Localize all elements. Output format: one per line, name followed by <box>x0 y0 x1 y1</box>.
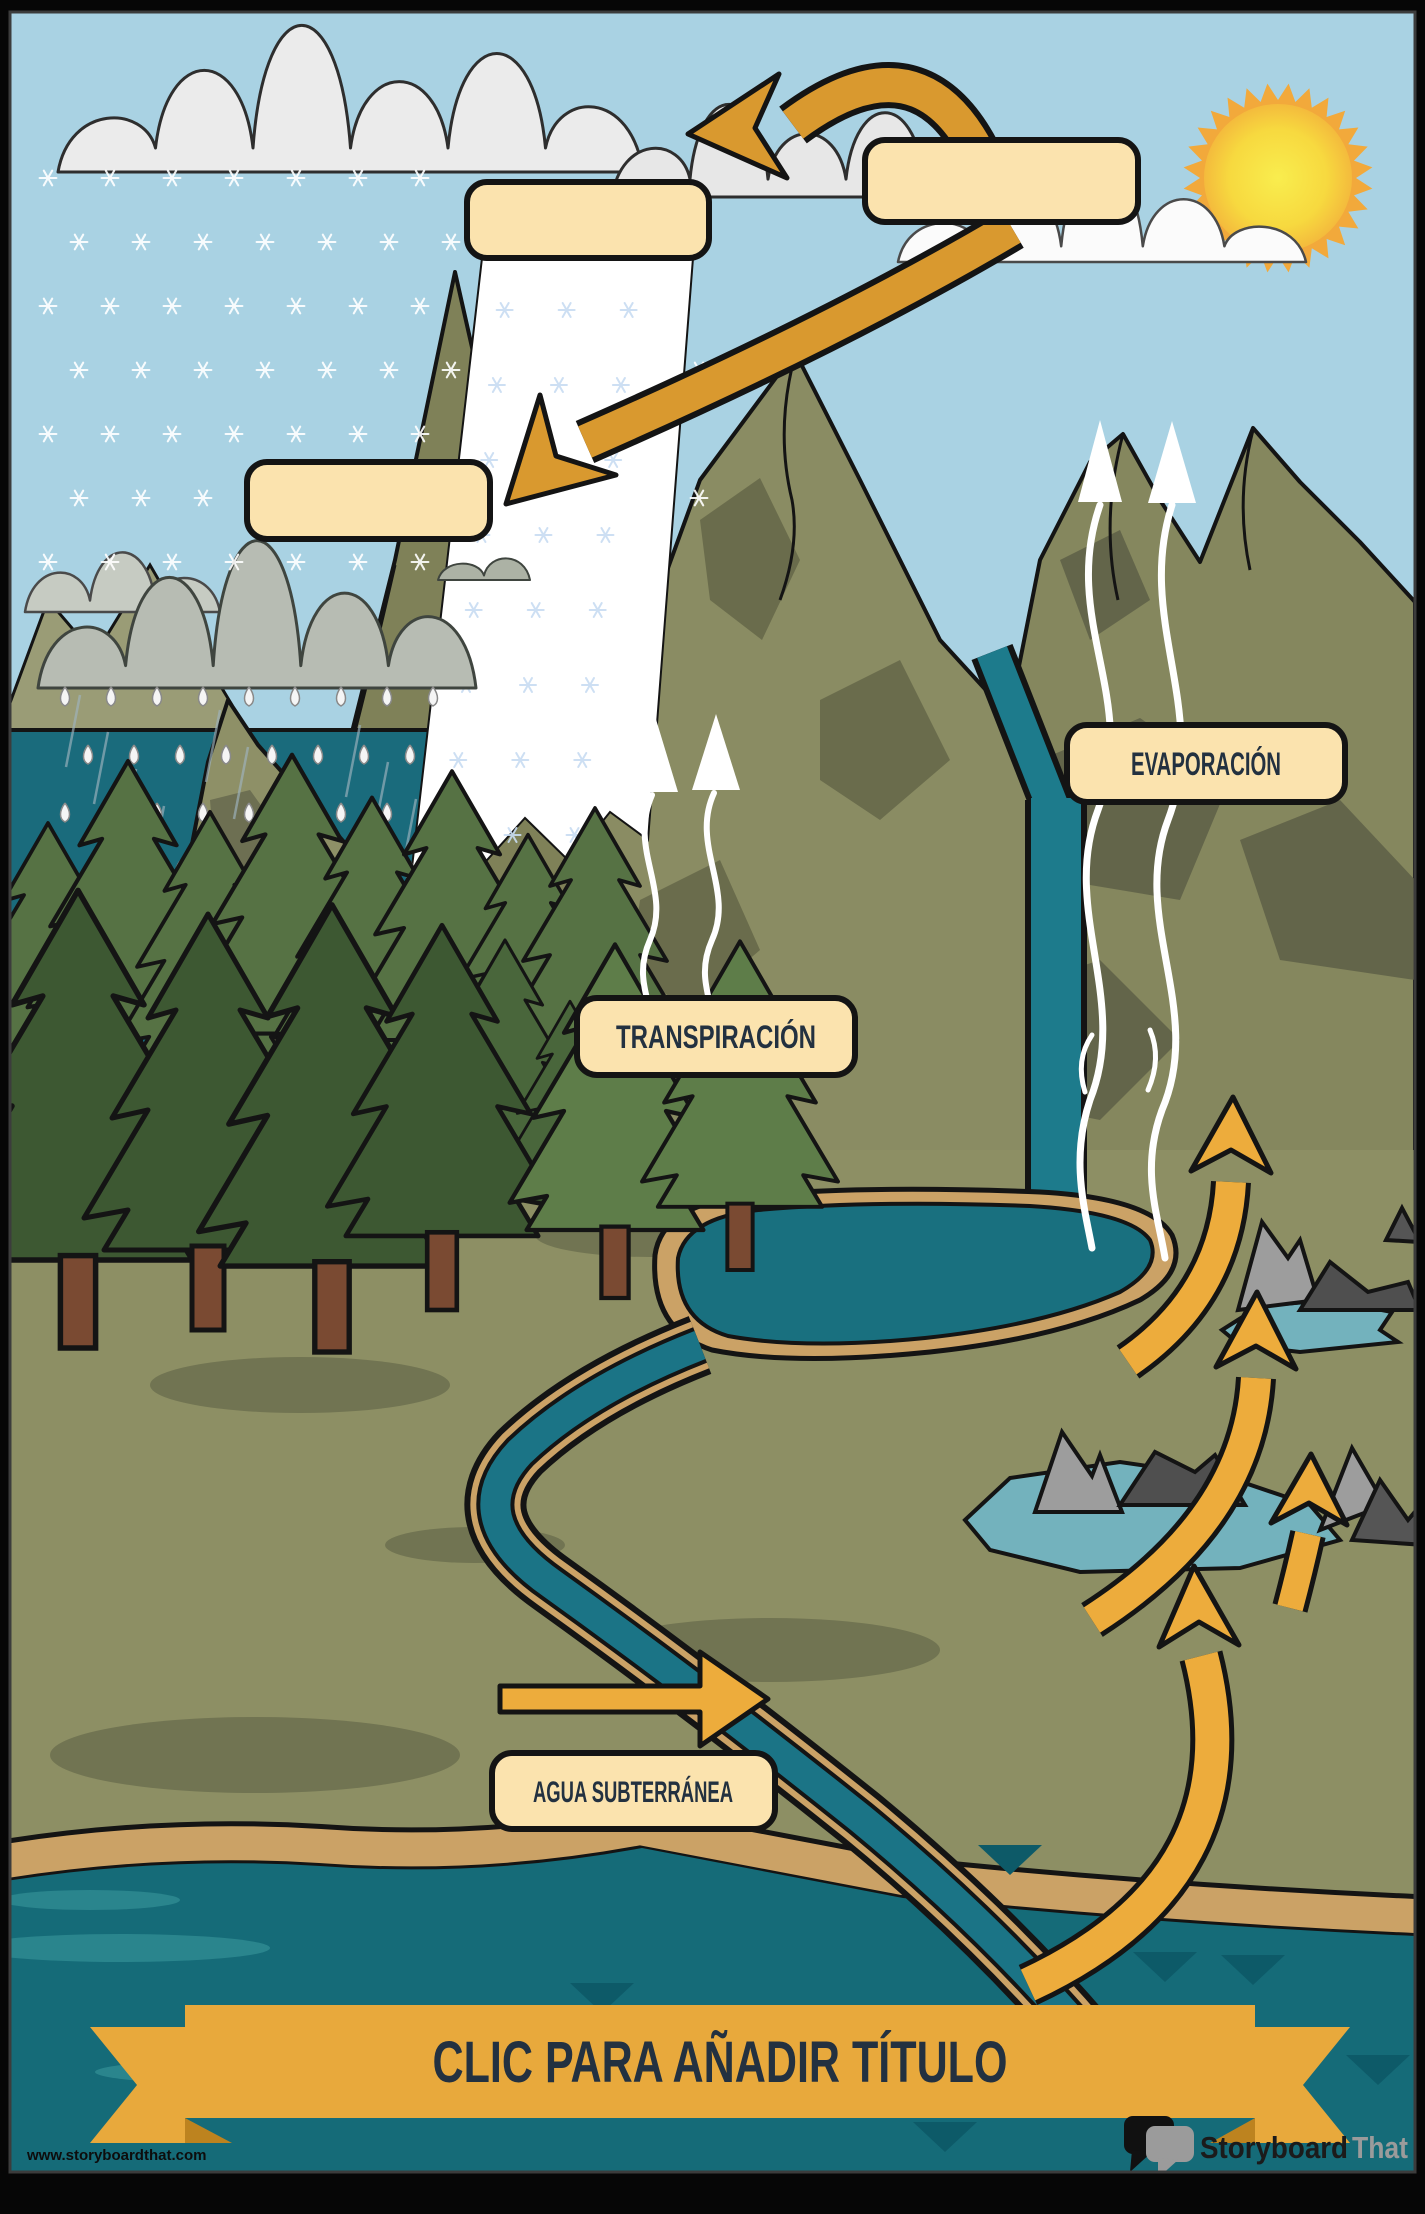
return-evaporation-arrow-1 <box>1116 1094 1274 1379</box>
evaporation-arrow-icon <box>1078 420 1122 502</box>
rain-cloud-icons <box>23 539 531 690</box>
banner-bar <box>185 2005 1255 2118</box>
logo-text-that: That <box>1352 2130 1408 2165</box>
return-evaporation-arrow-2 <box>1081 1289 1299 1637</box>
blank-label-box-3[interactable] <box>244 459 493 542</box>
banner-fold-left <box>185 2118 232 2143</box>
cycle-arrows <box>497 62 1350 2005</box>
return-evaporation-arrow-3 <box>1268 1451 1350 1613</box>
title-banner[interactable]: CLIC PARA AÑADIR TÍTULO <box>90 2005 1350 2143</box>
banner-ribbon-right <box>1255 2027 1350 2143</box>
blank-label-box-2[interactable] <box>862 137 1141 225</box>
snowflakes <box>38 169 709 571</box>
waterfall <box>971 643 1087 1250</box>
pond <box>652 1186 1179 1362</box>
evaporation-arrow-icon <box>1148 421 1196 503</box>
storyboardthat-logo: Storyboard That <box>1124 2116 1408 2172</box>
sun-icon <box>1183 83 1373 273</box>
label-box-groundwater[interactable]: AGUA SUBTERRÁNEA <box>489 1750 778 1832</box>
label-box-evaporation[interactable]: EVAPORACIÓN <box>1064 722 1348 805</box>
transpiration-arrow-icon <box>632 716 678 792</box>
logo-text-storyboard: Storyboard <box>1200 2130 1348 2165</box>
label-boxes: EVAPORACIÓN TRANSPIRACIÓN AGUA SUBTERRÁN… <box>244 137 1348 1832</box>
banner-ribbon-left <box>90 2027 185 2143</box>
poster-border <box>8 10 1417 2174</box>
banner-fold-right <box>1210 2118 1255 2143</box>
evaporation-label: EVAPORACIÓN <box>1131 746 1281 782</box>
blank-label-box-1[interactable] <box>464 179 712 261</box>
transpiration-arrow-icon <box>692 714 740 790</box>
groundwater-label: AGUA SUBTERRÁNEA <box>533 1775 733 1809</box>
precipitation-arrow <box>503 208 1024 507</box>
watermark-url: www.storyboardthat.com <box>26 2147 206 2164</box>
river <box>464 1316 1112 2061</box>
return-evaporation-arrow-4 <box>1018 1563 1242 2005</box>
transpiration-label: TRANSPIRACIÓN <box>616 1019 816 1055</box>
label-box-transpiration[interactable]: TRANSPIRACIÓN <box>574 995 858 1078</box>
groundwater-arrow <box>497 1649 771 1749</box>
title-placeholder: CLIC PARA AÑADIR TÍTULO <box>433 2030 1008 2095</box>
